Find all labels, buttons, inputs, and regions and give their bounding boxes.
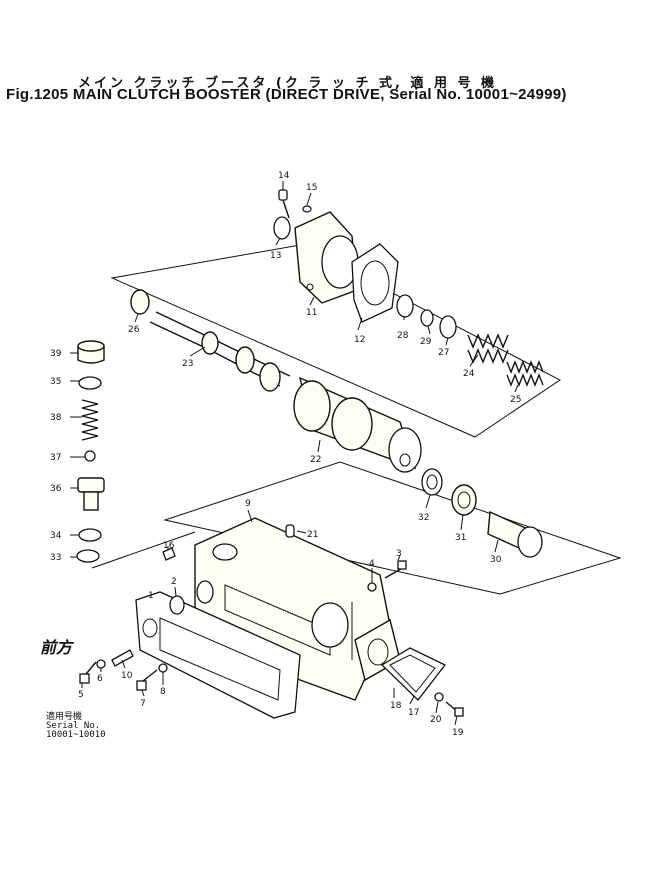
part-3-bolt bbox=[384, 560, 407, 579]
part-28-ring bbox=[396, 294, 414, 318]
leader-line-valve bbox=[91, 531, 196, 569]
part-8-washer bbox=[158, 663, 168, 673]
lower-assembly-frame bbox=[163, 461, 622, 595]
part-label-15: 15 bbox=[306, 183, 317, 193]
serial-note-line2: Serial No. bbox=[46, 721, 101, 731]
part-label-23: 23 bbox=[182, 359, 193, 369]
part-21-plug bbox=[285, 524, 295, 538]
serial-note: 適用号機 Serial No. 10001~10010 bbox=[46, 713, 106, 740]
part-19-bolt bbox=[445, 701, 464, 717]
part-label-37: 37 bbox=[50, 453, 61, 463]
part-label-19: 19 bbox=[452, 728, 464, 738]
part-31-nut bbox=[451, 484, 477, 516]
serial-note-line3: 10001~10010 bbox=[46, 730, 106, 740]
part-9-housing bbox=[194, 517, 401, 701]
figure-title-japanese: メイン クラッチ ブースタ (ク ラ ッ チ 式, 適 用 号 機 bbox=[78, 76, 498, 91]
part-label-7: 7 bbox=[140, 699, 146, 709]
part-36-valve-body bbox=[77, 477, 105, 511]
part-label-6: 6 bbox=[97, 674, 103, 684]
part-35-washer bbox=[78, 376, 102, 390]
part-label-34: 34 bbox=[50, 531, 62, 541]
part-30-plug bbox=[487, 510, 543, 558]
part-7-bolt bbox=[136, 669, 158, 691]
part-label-13: 13 bbox=[270, 251, 281, 261]
part-label-12: 12 bbox=[354, 335, 365, 345]
part-1-gasket bbox=[135, 591, 301, 719]
part-5-bolt bbox=[79, 661, 97, 684]
upper-assembly-frame bbox=[110, 244, 561, 438]
part-13-washer bbox=[273, 216, 291, 240]
part-label-11: 11 bbox=[306, 308, 317, 318]
part-4-washer bbox=[367, 582, 377, 592]
part-34-o-ring bbox=[78, 528, 102, 542]
part-29-ring bbox=[420, 309, 434, 327]
part-label-30: 30 bbox=[490, 555, 502, 565]
part-label-16: 16 bbox=[163, 541, 175, 551]
part-23-shaft bbox=[149, 311, 291, 392]
part-label-27: 27 bbox=[438, 348, 449, 358]
part-label-4: 4 bbox=[369, 559, 375, 569]
part-label-21: 21 bbox=[307, 530, 318, 540]
part-label-33: 33 bbox=[50, 553, 61, 563]
front-direction-mark: 前方 bbox=[40, 638, 73, 657]
part-label-18: 18 bbox=[390, 701, 402, 711]
part-label-14: 14 bbox=[278, 171, 290, 181]
part-37-ball bbox=[84, 450, 96, 462]
part-label-24: 24 bbox=[463, 369, 475, 379]
part-label-26: 26 bbox=[128, 325, 140, 335]
part-10-pin bbox=[111, 649, 134, 667]
part-6-washer bbox=[96, 659, 106, 669]
part-label-32: 32 bbox=[418, 513, 429, 523]
part-12-gasket bbox=[351, 243, 399, 323]
part-14-bolt bbox=[278, 189, 290, 219]
part-17-cover bbox=[380, 647, 447, 701]
part-label-22: 22 bbox=[310, 455, 321, 465]
part-label-35: 35 bbox=[50, 377, 61, 387]
part-label-20: 20 bbox=[430, 715, 442, 725]
part-11-cover bbox=[294, 211, 359, 304]
part-label-3: 3 bbox=[396, 549, 402, 559]
part-20-washer bbox=[434, 692, 444, 702]
part-label-29: 29 bbox=[420, 337, 432, 347]
figure-title: Fig.1205 MAIN CLUTCH BOOSTER (DIRECT DRI… bbox=[6, 86, 567, 103]
part-label-9: 9 bbox=[245, 499, 251, 509]
part-27-washer bbox=[439, 315, 457, 339]
part-label-28: 28 bbox=[397, 331, 409, 341]
part-24-spring bbox=[467, 333, 509, 364]
part-label-39: 39 bbox=[50, 349, 62, 359]
part-label-38: 38 bbox=[50, 413, 62, 423]
part-label-5: 5 bbox=[78, 690, 84, 700]
part-2-o-ring bbox=[169, 595, 185, 615]
part-label-25: 25 bbox=[510, 395, 521, 405]
part-38-spring bbox=[81, 399, 99, 441]
part-22-piston bbox=[293, 376, 422, 473]
part-26-seal bbox=[130, 289, 150, 315]
part-16-plug bbox=[162, 547, 176, 561]
part-label-8: 8 bbox=[160, 687, 166, 697]
part-label-1: 1 bbox=[148, 591, 154, 601]
part-39-cap bbox=[77, 340, 105, 364]
serial-note-line1: 適用号機 bbox=[46, 712, 83, 722]
part-label-31: 31 bbox=[455, 533, 466, 543]
part-25-spring bbox=[506, 360, 544, 387]
leader-lines bbox=[70, 181, 519, 726]
part-label-2: 2 bbox=[171, 577, 177, 587]
part-label-36: 36 bbox=[50, 484, 62, 494]
part-label-17: 17 bbox=[408, 708, 419, 718]
part-33-o-ring bbox=[76, 549, 100, 563]
part-32-lock-washer bbox=[421, 468, 443, 496]
part-15-washer bbox=[302, 205, 312, 213]
part-label-10: 10 bbox=[121, 671, 133, 681]
